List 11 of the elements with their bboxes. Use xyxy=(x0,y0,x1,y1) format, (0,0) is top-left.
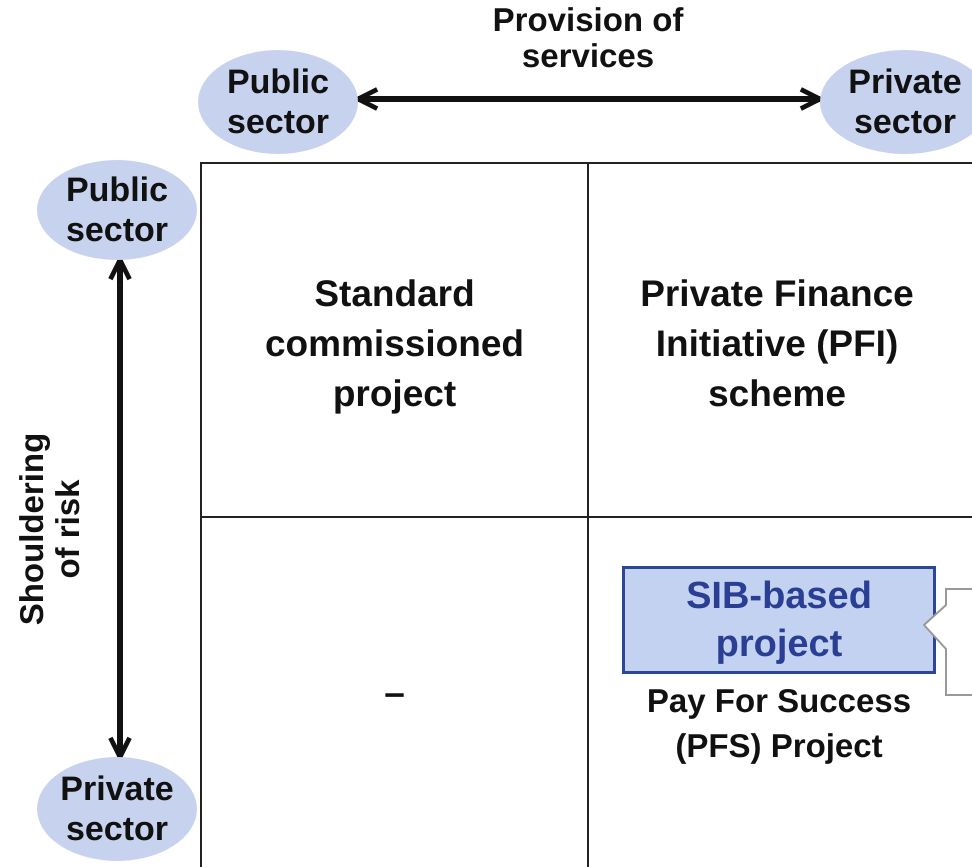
cell-text: Private Finance Initiative (PFI) scheme xyxy=(639,272,915,416)
speech-bubble xyxy=(922,587,972,697)
cell-text: Pay For Success (PFS) Project xyxy=(646,681,912,766)
project-box: SIB-based project xyxy=(622,566,936,674)
matrix-cell xyxy=(200,162,589,518)
sector-ellipse: Public sector xyxy=(198,50,358,154)
cell-text: – xyxy=(383,671,406,715)
sector-ellipse: Private sector xyxy=(820,50,972,154)
cell-text: Standard commissioned project xyxy=(264,272,526,416)
sector-ellipse: Public sector xyxy=(37,160,197,260)
sector-ellipse: Private sector xyxy=(37,757,197,861)
